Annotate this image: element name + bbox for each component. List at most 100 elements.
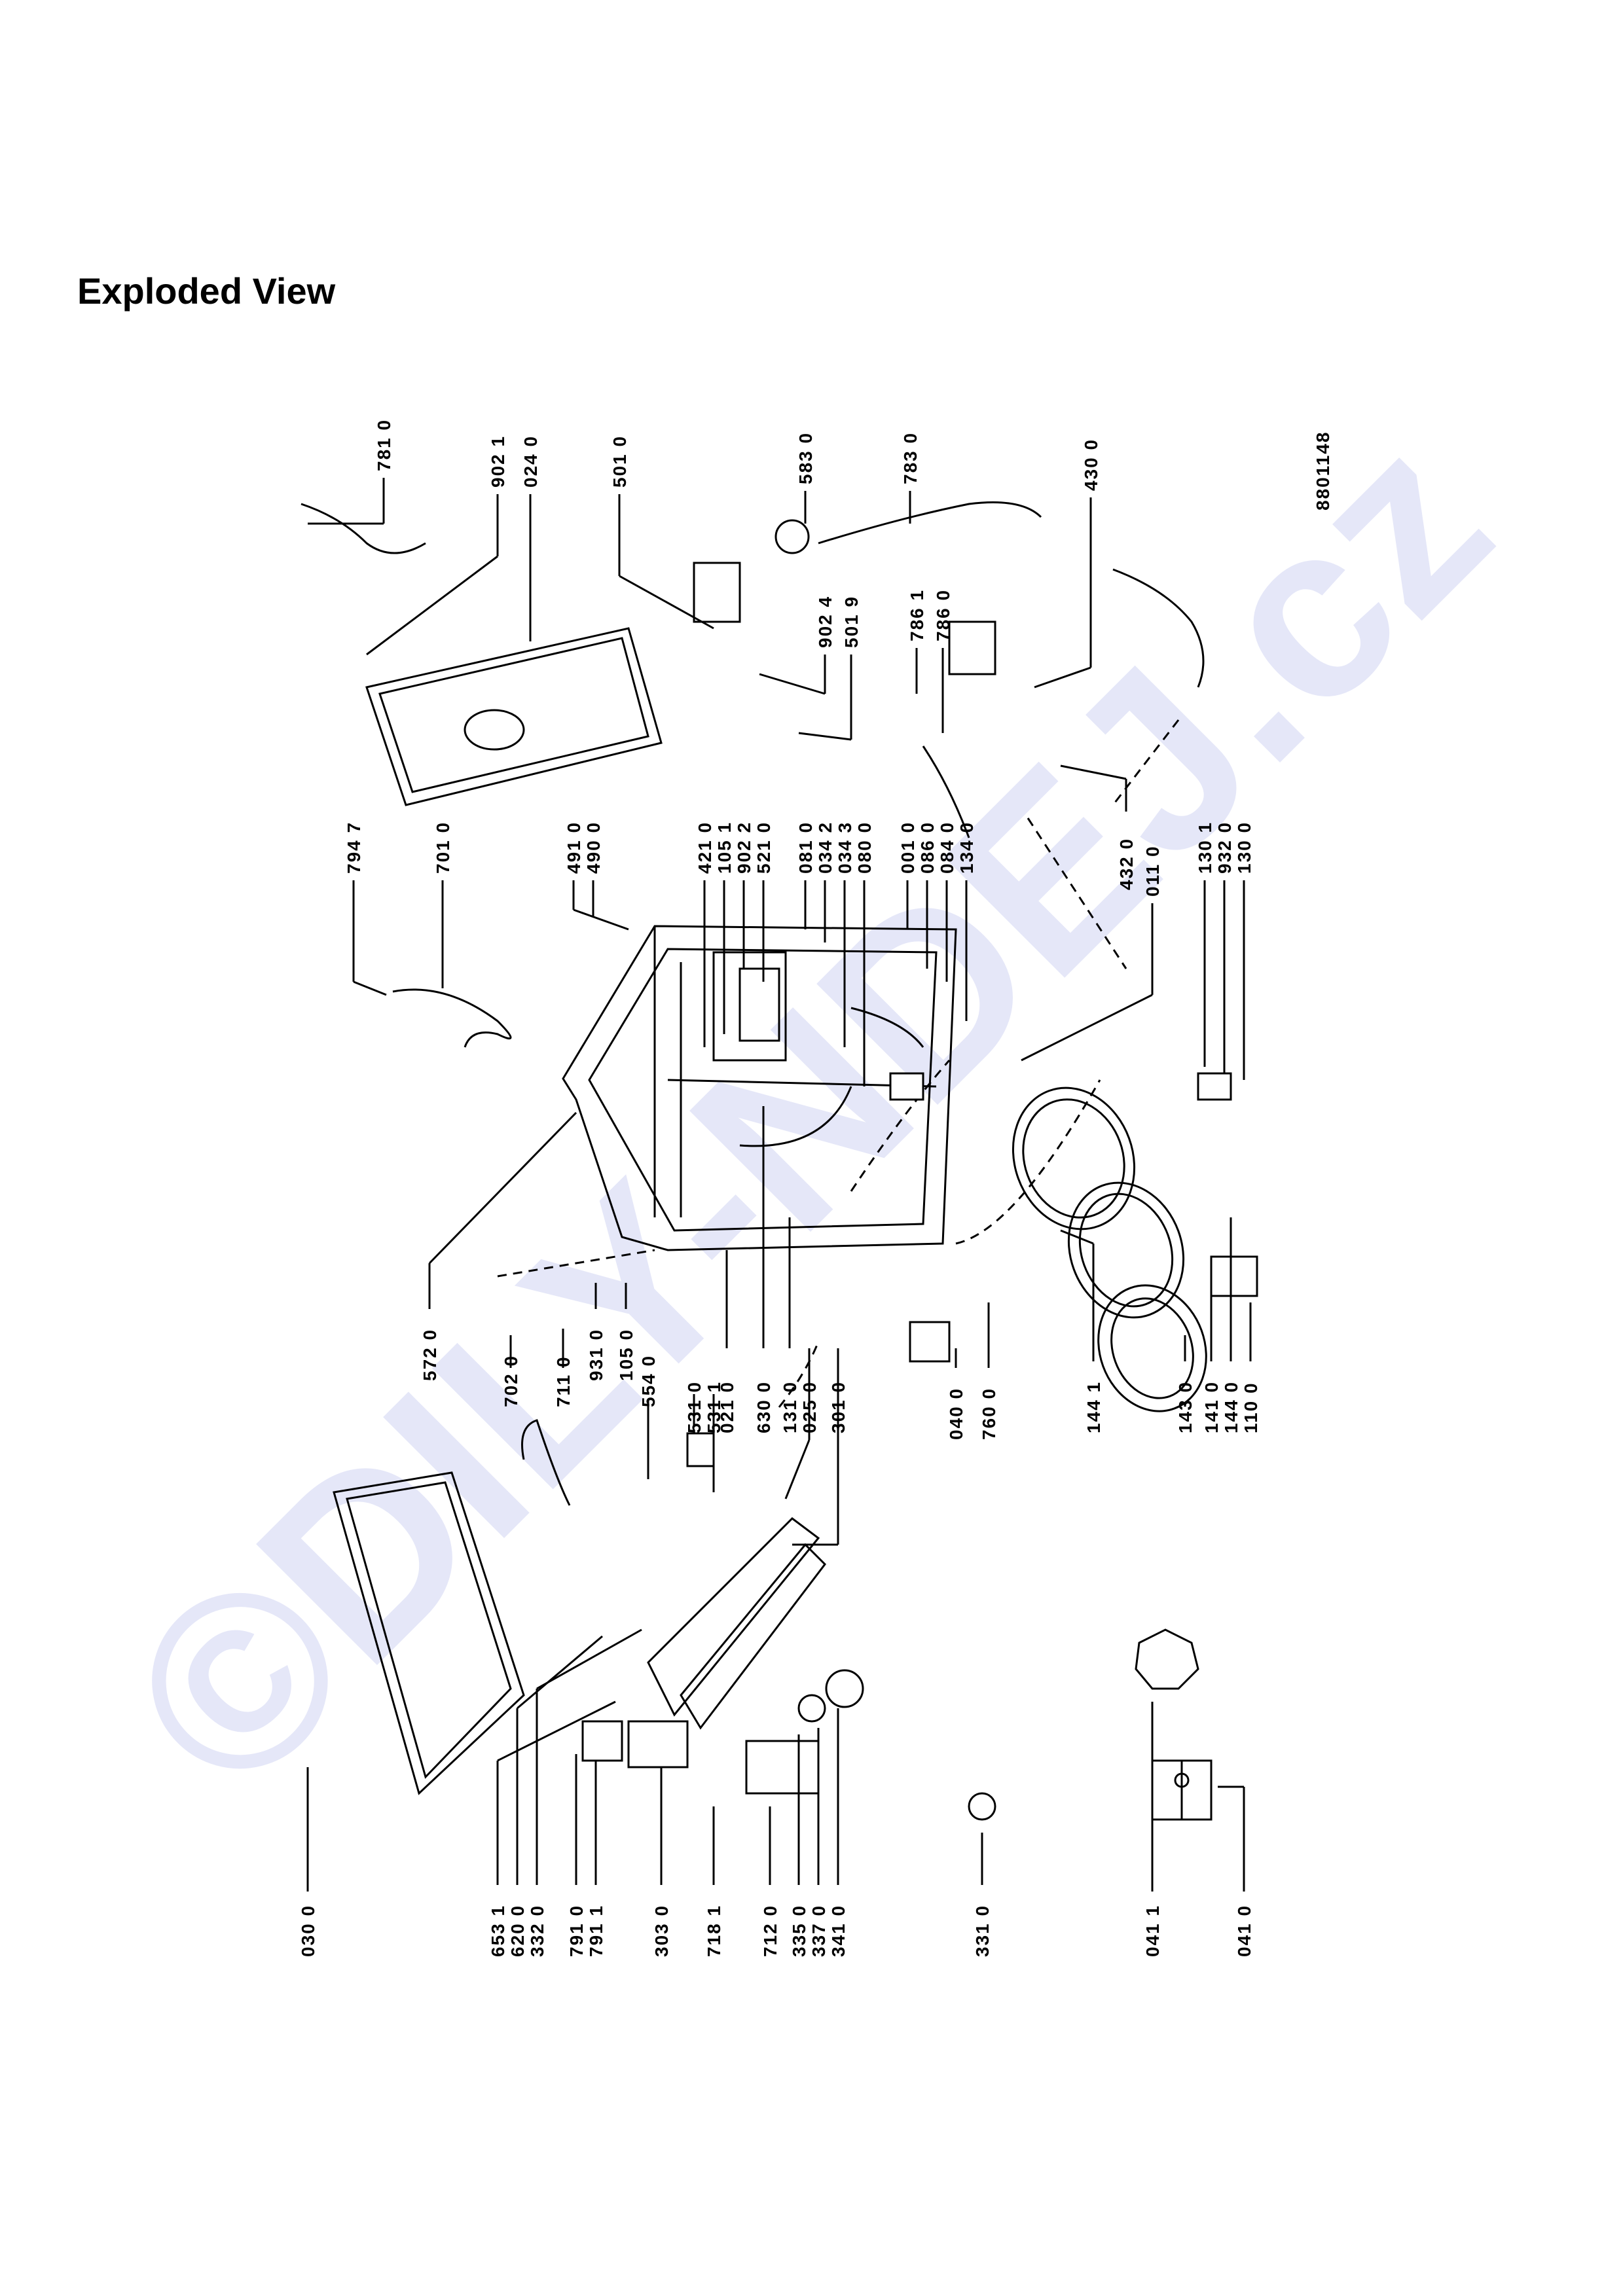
part-pump-430 (948, 620, 996, 675)
label-130-0: 130 0 (1234, 821, 1254, 874)
part-knob-337 (797, 1694, 826, 1723)
control-panel (647, 1517, 826, 1730)
label-337-0: 337 0 (809, 1905, 829, 1957)
part-knob-341 (825, 1669, 864, 1708)
part-motor-501 (693, 562, 741, 623)
labels-left-middle: 572 0 (420, 1111, 577, 1381)
label-902-1: 902 1 (488, 435, 508, 488)
page-title: Exploded View (77, 270, 336, 312)
label-711-0: 711 0 (553, 1355, 574, 1407)
label-301-0: 301 0 (828, 1381, 848, 1433)
label-105-0: 105 0 (616, 1329, 636, 1381)
label-786-0: 786 0 (933, 589, 953, 641)
label-702-0: 702 0 (501, 1355, 521, 1407)
label-781-0: 781 0 (374, 419, 394, 471)
label-902-4: 902 4 (815, 596, 835, 648)
plug-cap (1135, 1628, 1199, 1690)
label-001-0: 001 0 (898, 821, 918, 874)
label-034-2: 034 2 (815, 821, 835, 874)
label-791-1: 791 1 (586, 1905, 606, 1957)
label-902-2: 902 2 (734, 821, 754, 874)
label-583-0: 583 0 (795, 432, 816, 484)
label-041-0: 041 0 (1234, 1905, 1254, 1957)
hose-786 (922, 745, 970, 838)
labels-cabinet-top: 794 7 701 0 491 0 490 0 421 0 105 1 902 … (344, 821, 1254, 1086)
watermark: ©DILY-NDEJ.cz (77, 381, 1541, 1844)
label-041-1: 041 1 (1142, 1905, 1163, 1957)
label-430-0: 430 0 (1081, 439, 1101, 491)
label-572-0: 572 0 (420, 1329, 440, 1381)
label-040-0: 040 0 (946, 1388, 966, 1440)
label-034-3: 034 3 (835, 821, 855, 874)
label-131-0: 131 0 (780, 1381, 800, 1433)
label-531-1: 531 1 (704, 1381, 724, 1433)
label-491-0: 491 0 (564, 821, 584, 874)
label-786-1: 786 1 (907, 589, 927, 641)
label-143-0: 143 0 (1175, 1381, 1195, 1433)
part-dispenser-712 (745, 1740, 820, 1795)
hose-430 (1112, 568, 1205, 688)
label-554-0: 554 0 (638, 1355, 659, 1407)
part-712-cap (889, 1072, 924, 1101)
part-130 (1197, 1072, 1232, 1101)
label-653-1: 653 1 (488, 1905, 508, 1957)
label-134-0: 134 0 (957, 821, 977, 874)
label-712-0: 712 0 (760, 1905, 780, 1957)
label-490-0: 490 0 (583, 821, 604, 874)
label-332-0: 332 0 (527, 1905, 547, 1957)
label-335-0: 335 0 (789, 1905, 809, 1957)
hose-711 (521, 1419, 571, 1506)
part-040 (909, 1321, 951, 1363)
label-794-7: 794 7 (344, 821, 364, 874)
label-783-0: 783 0 (900, 432, 921, 484)
label-130-1: 130 1 (1195, 821, 1215, 874)
labels-top: 781 0 902 1 024 0 501 0 583 0 783 0 430 … (308, 419, 1101, 689)
hose-783 (818, 501, 1042, 545)
label-141-0: 141 0 (1201, 1381, 1222, 1433)
label-932-0: 932 0 (1214, 821, 1235, 874)
labels-middle-top: 902 4 501 9 786 1 786 0 432 0 011 0 (759, 589, 1163, 1062)
label-432-0: 432 0 (1116, 838, 1137, 890)
part-filter-303 (627, 1720, 689, 1768)
door-frame (333, 1471, 525, 1795)
part-791 (581, 1720, 623, 1762)
label-110-0: 110 0 (1241, 1382, 1261, 1433)
label-025-0: 025 0 (799, 1381, 820, 1433)
part-switch-531 (686, 1432, 715, 1467)
hinge (1151, 1759, 1213, 1821)
label-931-0: 931 0 (586, 1329, 606, 1381)
cable-781 (301, 503, 426, 554)
drawing-number: 8801148 (1313, 431, 1333, 511)
label-030-0: 030 0 (298, 1905, 318, 1957)
label-718-1: 718 1 (704, 1905, 724, 1957)
label-791-0: 791 0 (566, 1905, 587, 1957)
label-760-0: 760 0 (979, 1388, 999, 1440)
part-knob-331 (968, 1792, 996, 1821)
label-084-0: 084 0 (937, 821, 957, 874)
part-seal-902 (1210, 1255, 1258, 1297)
label-620-0: 620 0 (507, 1905, 528, 1957)
label-086-0: 086 0 (917, 821, 938, 874)
label-531-0: 531 0 (684, 1381, 704, 1433)
label-501-9: 501 9 (841, 596, 862, 648)
label-011-0: 011 0 (1142, 845, 1163, 897)
label-341-0: 341 0 (828, 1905, 848, 1957)
label-501-0: 501 0 (610, 435, 630, 488)
label-331-0: 331 0 (972, 1905, 993, 1957)
label-024-0: 024 0 (520, 435, 541, 488)
labels-cabinet-bottom: 702 0 711 0 931 0 105 0 554 0 531 0 531 … (501, 1106, 1261, 1546)
label-144-1: 144 1 (1084, 1381, 1104, 1433)
label-081-0: 081 0 (795, 821, 816, 874)
label-021-0: 021 0 (717, 1381, 737, 1433)
hose-701 (392, 988, 512, 1048)
label-080-0: 080 0 (854, 821, 875, 874)
part-583 (775, 519, 810, 554)
label-701-0: 701 0 (433, 821, 453, 874)
label-105-1: 105 1 (714, 821, 735, 874)
label-144-0: 144 0 (1221, 1381, 1241, 1433)
label-630-0: 630 0 (754, 1381, 774, 1433)
top-plate (365, 627, 663, 806)
label-521-0: 521 0 (754, 821, 774, 874)
